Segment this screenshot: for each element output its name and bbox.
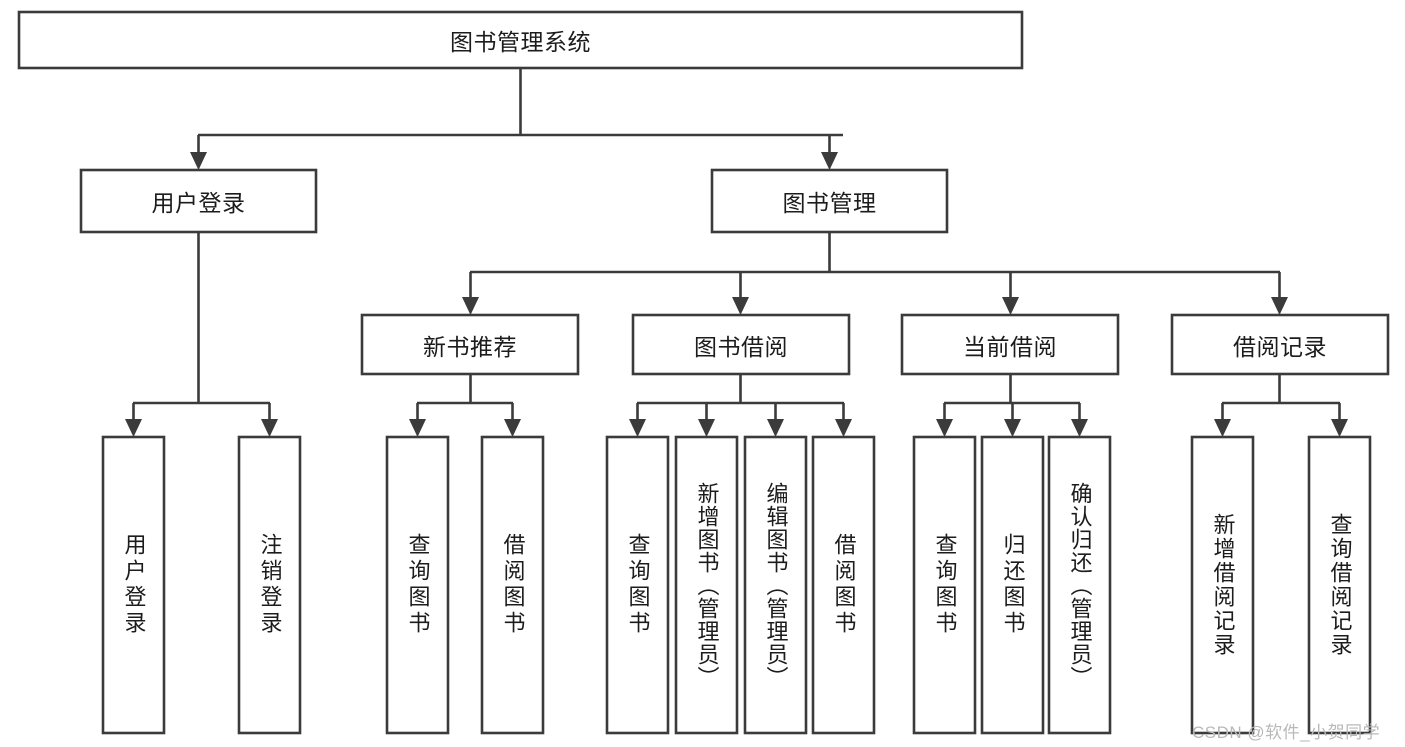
arrowhead-book-manage [821, 152, 838, 170]
node-leaf-borrow-book-2[interactable] [811, 435, 876, 735]
node-leaf-query-record[interactable] [1307, 435, 1372, 735]
arrowhead-new-book-rec [462, 297, 479, 315]
node-book-manage[interactable] [710, 168, 949, 234]
arrowhead-leaf-add-record [1214, 419, 1231, 437]
arrowhead-leaf-query-book-3 [936, 419, 953, 437]
node-leaf-edit-book[interactable] [743, 435, 808, 735]
arrowhead-leaf-borrow-book-2 [835, 419, 852, 437]
arrowhead-leaf-confirm-return [1071, 419, 1088, 437]
arrowhead-book-borrow [732, 297, 749, 315]
arrowhead-borrow-record [1271, 297, 1288, 315]
node-leaf-confirm-return[interactable] [1047, 435, 1112, 735]
arrowhead-leaf-add-book [698, 419, 715, 437]
arrowhead-user-login [190, 152, 207, 170]
node-leaf-query-book-3[interactable] [912, 435, 977, 735]
node-leaf-user-login[interactable] [101, 435, 166, 735]
node-leaf-add-book[interactable] [674, 435, 739, 735]
node-borrow-record[interactable] [1170, 313, 1390, 376]
node-current-borrow[interactable] [900, 313, 1120, 376]
arrowhead-leaf-query-book-2 [629, 419, 646, 437]
node-user-login[interactable] [79, 168, 318, 234]
node-leaf-query-book-1[interactable] [385, 435, 450, 735]
node-leaf-user-logout[interactable] [237, 435, 302, 735]
arrowhead-leaf-edit-book [767, 419, 784, 437]
arrowhead-leaf-user-logout [261, 419, 278, 437]
node-leaf-query-book-2[interactable] [605, 435, 670, 735]
node-book-borrow[interactable] [631, 313, 851, 376]
arrowhead-current-borrow [1002, 297, 1019, 315]
arrowhead-leaf-borrow-book-1 [504, 419, 521, 437]
arrowhead-leaf-return-book [1004, 419, 1021, 437]
connector-layer [125, 68, 1348, 437]
node-root[interactable] [17, 10, 1024, 70]
node-layer [17, 10, 1390, 735]
node-leaf-add-record[interactable] [1190, 435, 1255, 735]
node-leaf-return-book[interactable] [980, 435, 1045, 735]
node-new-book-rec[interactable] [360, 313, 580, 376]
arrowhead-leaf-query-record [1331, 419, 1348, 437]
node-leaf-borrow-book-1[interactable] [480, 435, 545, 735]
arrowhead-leaf-query-book-1 [409, 419, 426, 437]
arrowhead-leaf-user-login [125, 419, 142, 437]
